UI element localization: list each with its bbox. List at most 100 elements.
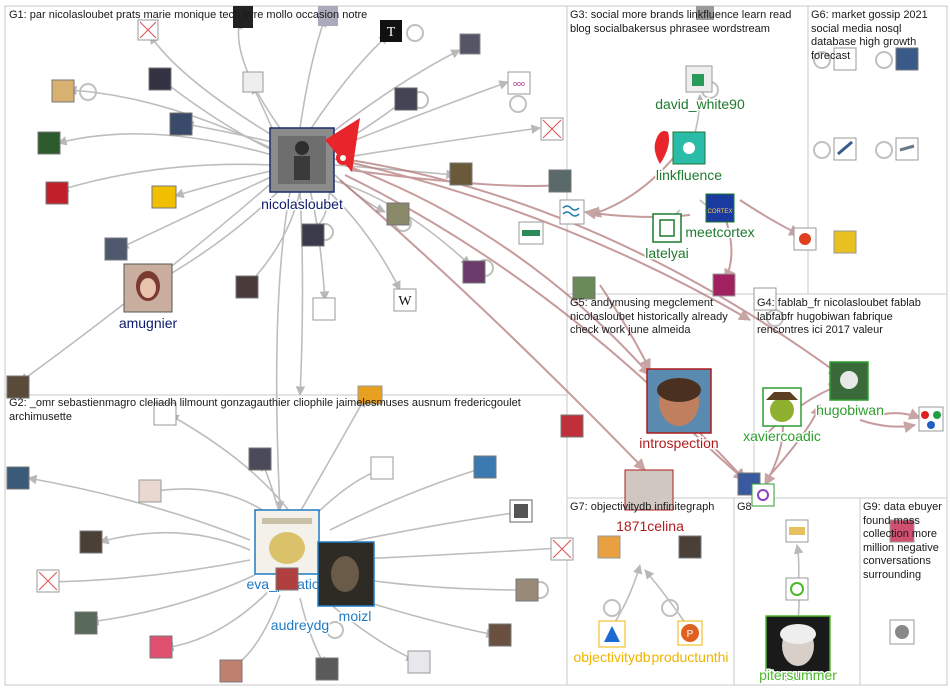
avatar[interactable] xyxy=(572,276,596,300)
node-hugobiwan[interactable]: hugobiwan xyxy=(815,361,885,420)
node-label: objectivitydb xyxy=(573,649,650,665)
avatar[interactable] xyxy=(301,223,325,247)
avatar[interactable] xyxy=(507,71,531,95)
node-introspection[interactable]: introspection xyxy=(638,368,720,453)
node-linkfluence[interactable]: linkfluence xyxy=(654,131,724,185)
avatar[interactable] xyxy=(233,6,253,28)
avatar[interactable] xyxy=(318,6,338,26)
node-label: xaviercoadic xyxy=(743,428,821,444)
avatar[interactable] xyxy=(696,6,714,20)
avatar[interactable] xyxy=(459,33,481,55)
avatar[interactable] xyxy=(785,577,809,601)
node-meetcortex[interactable]: CORTEX meetcortex xyxy=(684,193,756,242)
node-label: latelyai xyxy=(645,245,689,261)
avatar[interactable] xyxy=(370,456,394,480)
node-nicolasloubet[interactable]: nicolasloubet xyxy=(260,127,344,214)
g1-small-nodes: T ooo W xyxy=(6,6,572,399)
svg-text:CORTEX: CORTEX xyxy=(708,209,733,215)
avatar[interactable] xyxy=(79,530,103,554)
avatar[interactable] xyxy=(6,466,30,490)
avatar[interactable] xyxy=(248,447,272,471)
avatar[interactable] xyxy=(386,202,410,226)
avatar[interactable] xyxy=(833,47,857,71)
node-label: nicolasloubet xyxy=(261,196,343,212)
wikipedia-icon[interactable] xyxy=(393,288,417,312)
avatar[interactable] xyxy=(275,567,299,591)
node-label: david_white90 xyxy=(655,96,745,112)
avatar[interactable] xyxy=(462,260,486,284)
g4-small-nodes xyxy=(737,287,944,507)
edges-g1 xyxy=(19,17,541,511)
node-label: moizl xyxy=(339,608,372,624)
avatar[interactable] xyxy=(235,275,259,299)
red-pin-icon xyxy=(325,118,360,172)
group-label-g8: G8 xyxy=(737,501,752,513)
g8-small-nodes xyxy=(785,519,809,601)
avatar[interactable] xyxy=(151,185,177,209)
avatar[interactable] xyxy=(219,659,243,683)
nyt-icon[interactable] xyxy=(380,20,402,42)
node-label: meetcortex xyxy=(685,224,754,240)
avatar[interactable] xyxy=(51,79,75,103)
g6-small-nodes xyxy=(833,47,919,161)
node-latelyai[interactable]: latelyai xyxy=(644,213,690,263)
node-productunthi[interactable]: P productunthi xyxy=(650,620,730,667)
avatar[interactable] xyxy=(148,67,172,91)
avatar[interactable] xyxy=(560,414,584,438)
avatar[interactable] xyxy=(242,71,264,93)
avatar[interactable] xyxy=(138,479,162,503)
avatar[interactable] xyxy=(357,385,383,405)
group-label-g3: G3: social more brands linkfluence learn… xyxy=(570,9,792,35)
node-label: productunthi xyxy=(651,649,728,665)
group-label-g2: G2: _omr sebastienmagro cleliadh lilmoun… xyxy=(9,397,521,423)
avatar xyxy=(624,469,674,511)
avatar[interactable] xyxy=(753,287,777,311)
avatar[interactable] xyxy=(449,162,473,186)
avatar[interactable] xyxy=(678,535,702,559)
avatar[interactable] xyxy=(153,402,177,426)
avatar[interactable] xyxy=(104,237,128,261)
node-label: linkfluence xyxy=(656,167,722,183)
node-xaviercoadic[interactable]: xaviercoadic xyxy=(742,387,822,446)
edges-local-loops xyxy=(603,51,893,617)
node-label: amugnier xyxy=(119,315,178,331)
avatar[interactable] xyxy=(895,47,919,71)
avatar[interactable] xyxy=(473,455,497,479)
node-david-white90[interactable]: david_white90 xyxy=(654,65,746,114)
node-1871celina[interactable]: 1871celina xyxy=(615,469,686,536)
avatar[interactable] xyxy=(597,535,621,559)
node-label: hugobiwan xyxy=(816,402,884,418)
avatar[interactable] xyxy=(488,623,512,647)
avatar[interactable] xyxy=(149,635,173,659)
avatar[interactable] xyxy=(169,112,193,136)
group-label-g9: G9: data ebuyer found mass collection mo… xyxy=(863,501,942,581)
panel-g9 xyxy=(859,497,948,686)
avatar[interactable] xyxy=(6,375,30,399)
avatar[interactable] xyxy=(889,519,915,543)
avatar[interactable] xyxy=(37,131,61,155)
avatar[interactable] xyxy=(515,578,539,602)
node-audreydg[interactable]: audreydg xyxy=(269,616,330,635)
avatar[interactable] xyxy=(394,87,418,111)
avatar xyxy=(705,193,735,223)
avatar[interactable] xyxy=(833,230,857,254)
node-amugnier[interactable]: amugnier xyxy=(117,263,179,333)
avatar[interactable] xyxy=(559,199,585,225)
avatar[interactable] xyxy=(712,273,736,297)
avatar[interactable] xyxy=(74,611,98,635)
node-pitersummer[interactable]: pitersummer xyxy=(758,615,839,685)
node-moizl[interactable]: moizl xyxy=(317,541,375,626)
avatar[interactable] xyxy=(751,483,775,507)
svg-text:W: W xyxy=(398,294,412,309)
avatar[interactable] xyxy=(45,181,69,205)
node-objectivitydb[interactable]: objectivitydb xyxy=(572,620,652,667)
avatar[interactable] xyxy=(548,169,572,193)
avatar[interactable] xyxy=(312,297,336,321)
avatar[interactable] xyxy=(407,650,431,674)
node-label: 1871celina xyxy=(616,518,684,534)
edges-g2 xyxy=(27,397,561,669)
avatar[interactable] xyxy=(315,657,339,681)
group-label-g4: G4: fablab_fr nicolasloubet fablab labfa… xyxy=(757,297,921,336)
g9-small-nodes xyxy=(889,519,915,645)
